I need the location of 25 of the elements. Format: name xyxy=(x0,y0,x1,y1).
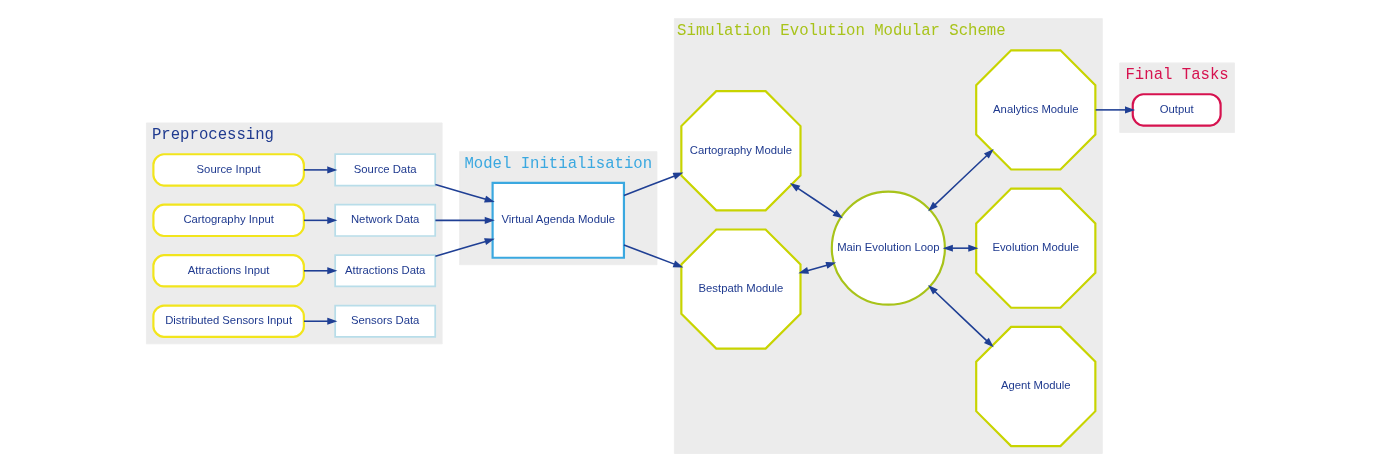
arrow xyxy=(622,244,683,268)
arrow xyxy=(622,172,683,197)
arrow xyxy=(302,317,337,325)
arrow xyxy=(302,166,337,174)
arrow xyxy=(942,244,978,252)
arrow xyxy=(927,148,994,212)
arrow xyxy=(434,216,495,224)
node-box: Cartography Input xyxy=(151,203,305,238)
arrow xyxy=(797,261,836,274)
arrow xyxy=(789,182,843,219)
arrow xyxy=(1094,106,1135,114)
arrow xyxy=(302,267,337,275)
arrow xyxy=(434,238,495,258)
node-box: Source Data xyxy=(333,153,436,187)
node-box: Sensors Data xyxy=(333,304,436,338)
node-box: Source Input xyxy=(151,153,305,187)
node-box: Virtual Agenda Module xyxy=(491,181,625,259)
node-box: Network Data xyxy=(333,203,436,237)
node-box: Attractions Input xyxy=(151,254,305,288)
arrow xyxy=(434,183,495,203)
node-box: Distributed Sensors Input xyxy=(151,304,305,338)
arrow xyxy=(927,285,994,348)
arrow xyxy=(302,216,337,224)
node-box: Attractions Data xyxy=(333,254,436,288)
node-box: Output xyxy=(1131,93,1222,127)
